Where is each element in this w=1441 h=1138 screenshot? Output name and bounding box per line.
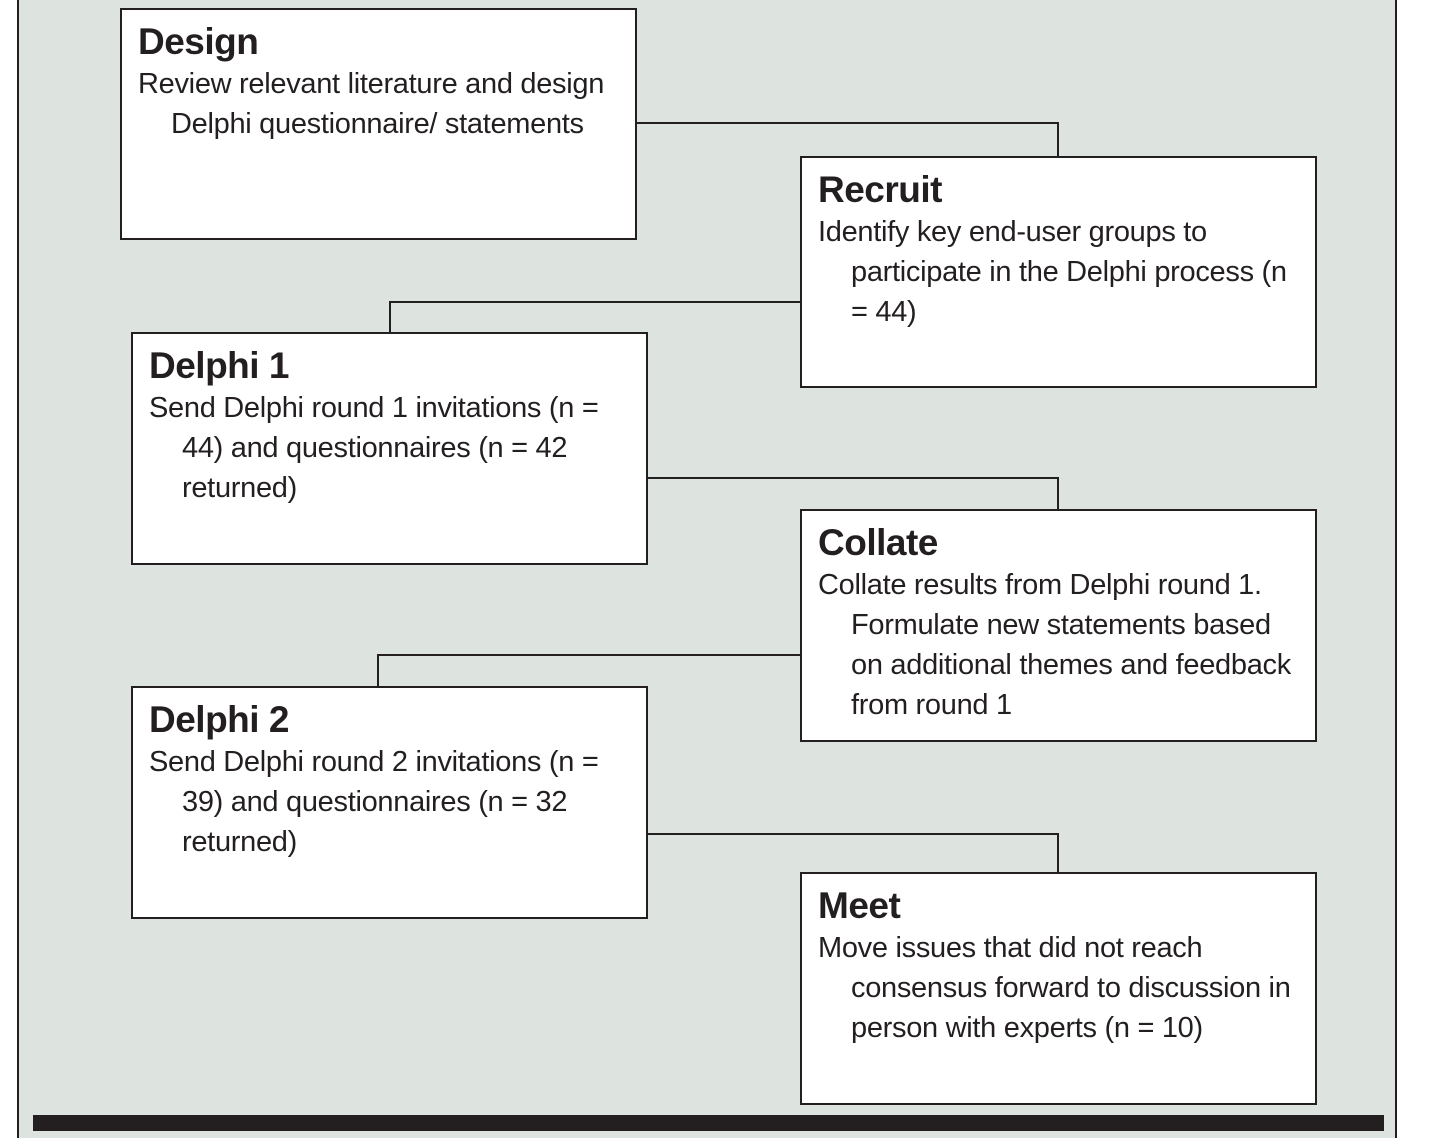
connector-design-recruit: [637, 122, 1059, 157]
connector-delphi2-meet: [648, 833, 1059, 873]
step-description: Send Delphi round 2 invitations (n = 39)…: [149, 746, 599, 858]
step-box-design: Design Review relevant literature and de…: [120, 8, 637, 240]
step-heading: Delphi 2: [149, 699, 289, 740]
connector-recruit-delphi1: [389, 301, 801, 333]
step-heading: Delphi 1: [149, 345, 289, 386]
step-heading: Collate: [818, 522, 938, 563]
step-box-delphi-1: Delphi 1 Send Delphi round 1 invitations…: [131, 332, 648, 565]
step-description: Review relevant literature and design De…: [138, 68, 605, 140]
step-heading: Recruit: [818, 169, 942, 210]
step-description: Move issues that did not reach consensus…: [818, 932, 1291, 1044]
connector-delphi1-collate: [648, 477, 1059, 510]
connector-collate-delphi2: [377, 654, 801, 687]
step-box-recruit: Recruit Identify key end-user groups to …: [800, 156, 1317, 388]
step-heading: Meet: [818, 885, 901, 926]
step-description: Identify key end-user groups to particip…: [818, 216, 1287, 328]
step-box-collate: Collate Collate results from Delphi roun…: [800, 509, 1317, 742]
step-heading: Design: [138, 21, 259, 62]
bottom-rule: [33, 1115, 1384, 1131]
step-box-delphi-2: Delphi 2 Send Delphi round 2 invitations…: [131, 686, 648, 919]
step-description: Send Delphi round 1 invitations (n = 44)…: [149, 392, 599, 504]
step-description: Collate results from Delphi round 1. For…: [818, 569, 1291, 721]
step-box-meet: Meet Move issues that did not reach cons…: [800, 872, 1317, 1105]
